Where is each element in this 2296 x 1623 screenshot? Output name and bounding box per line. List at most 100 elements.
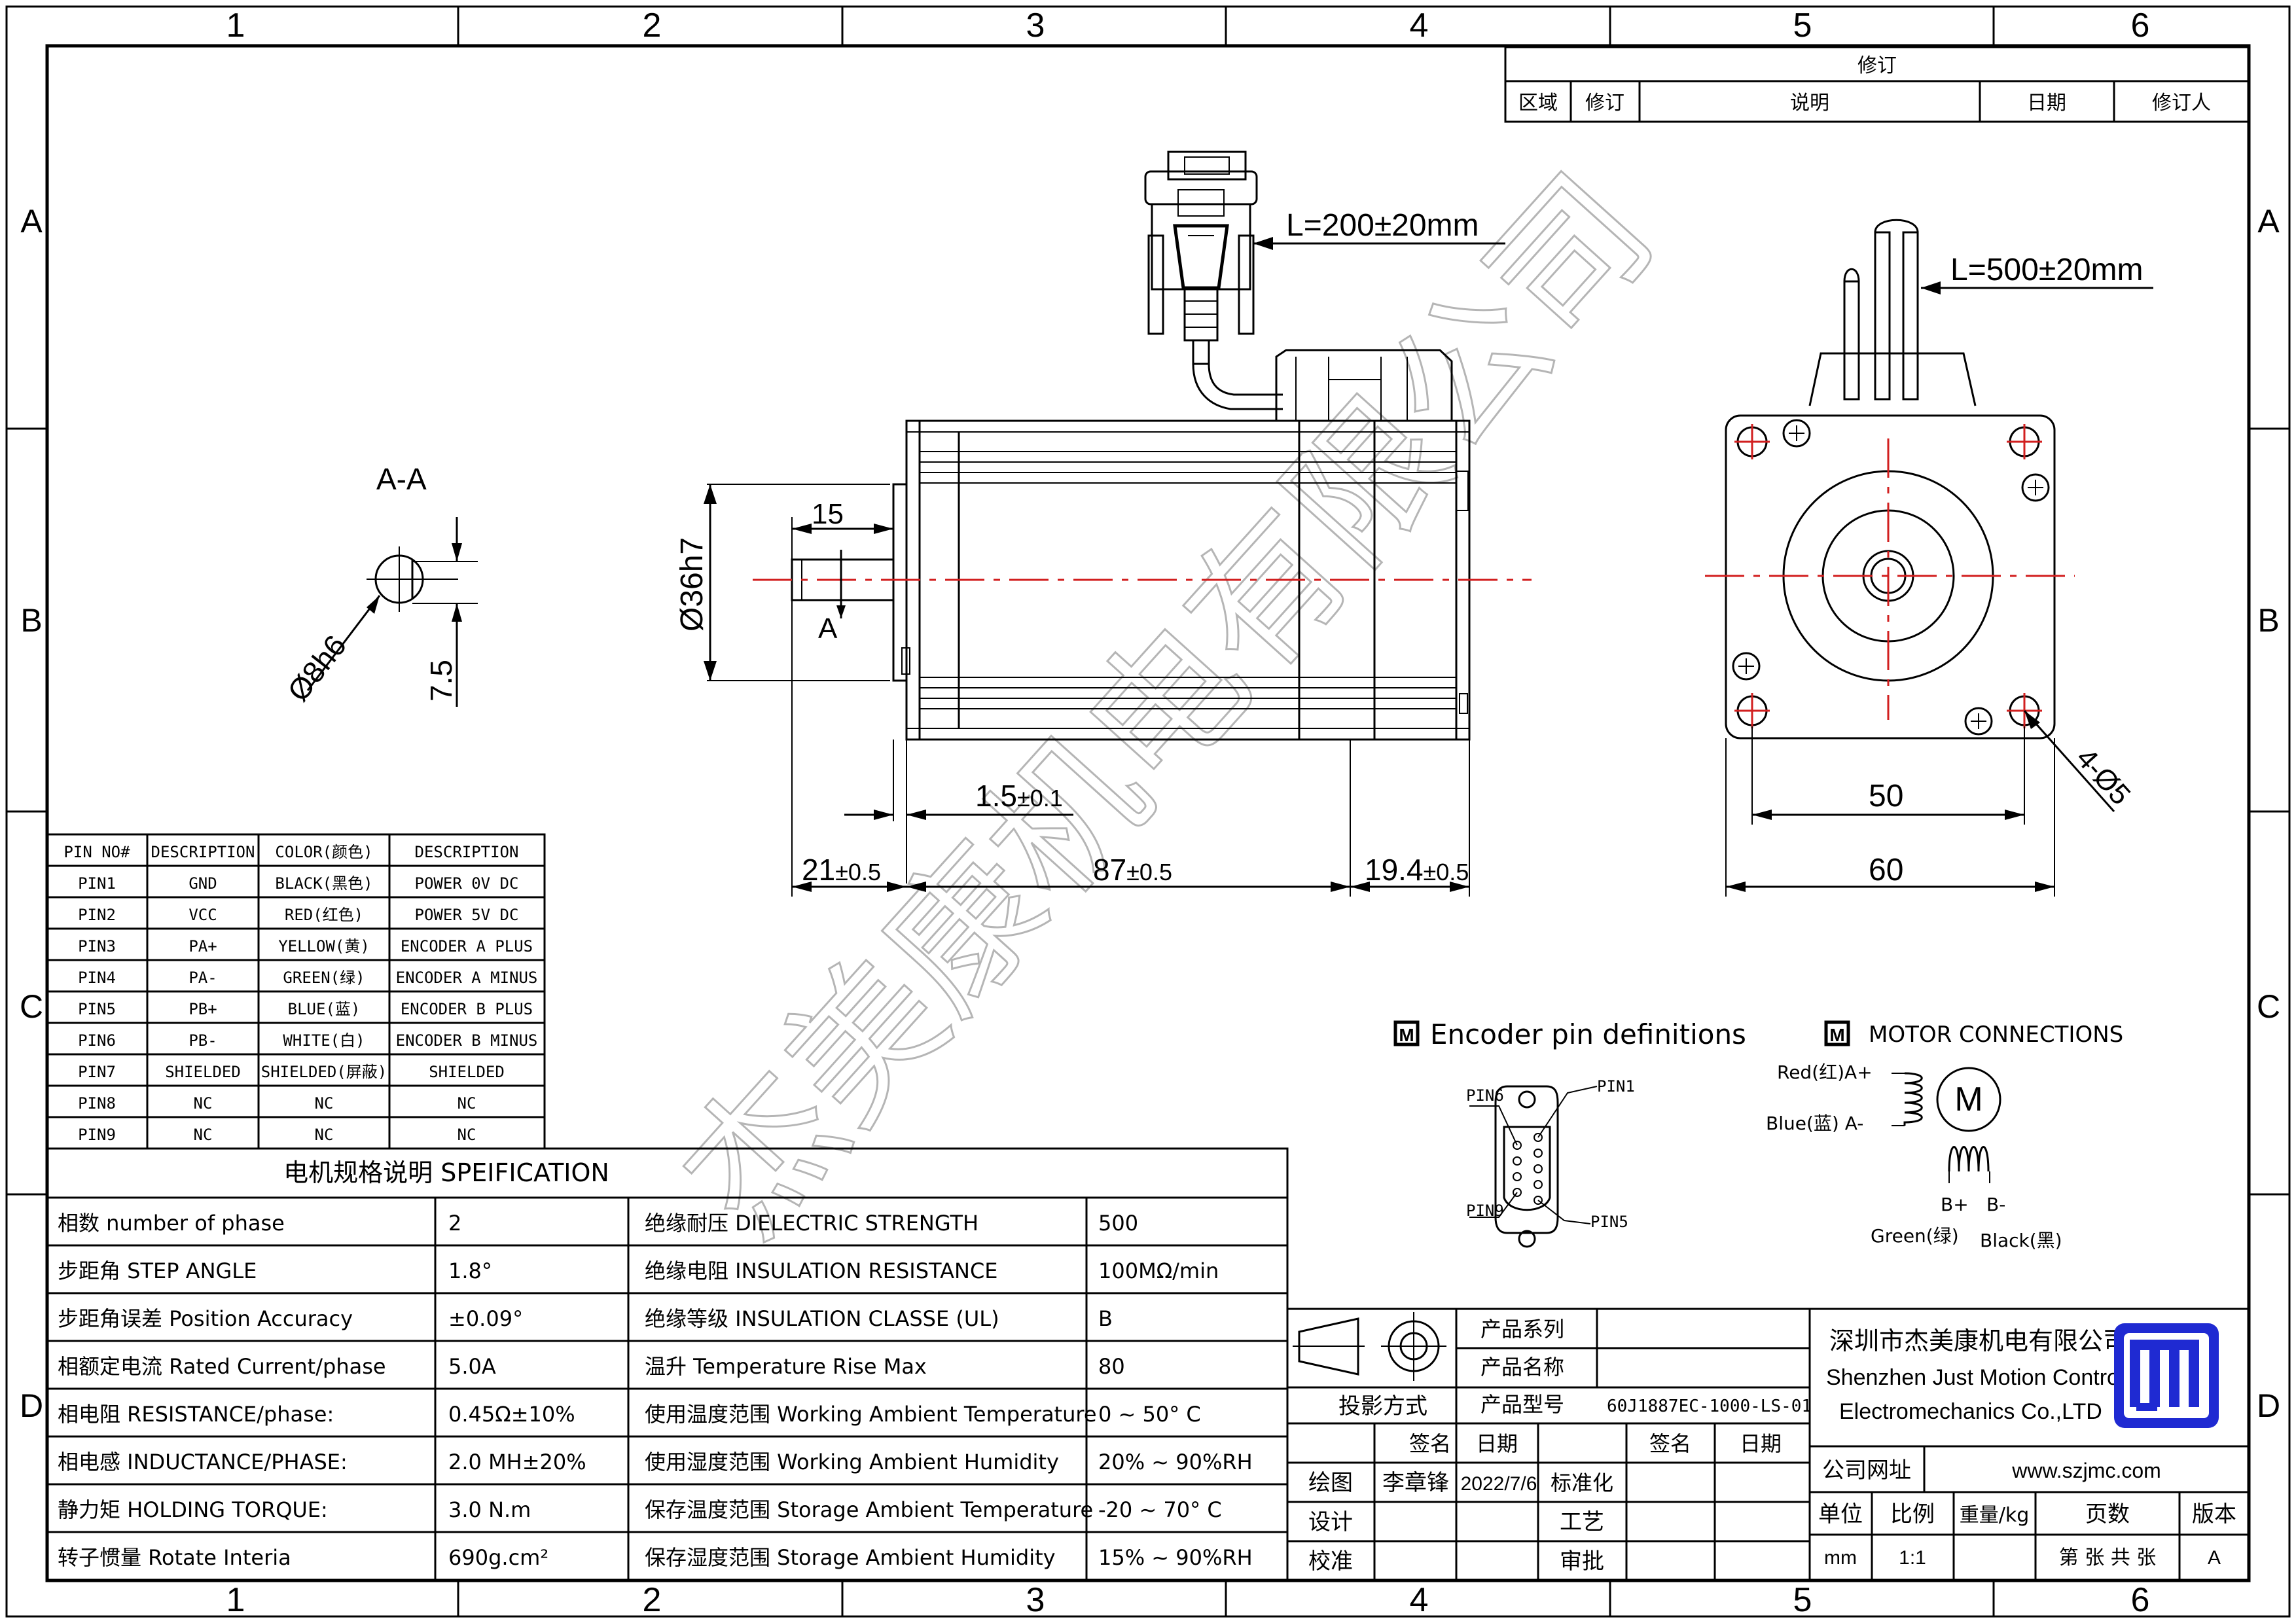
row-label-c: C	[20, 988, 43, 1025]
pin-table-cell: VCC	[188, 906, 217, 924]
pin-table-cell: NC	[194, 1094, 213, 1113]
spec-cell: 20% ~ 90%RH	[1098, 1450, 1253, 1474]
tb-sign-label: 签名	[1409, 1431, 1451, 1456]
section-label: A-A	[376, 462, 427, 496]
dim-15: 15	[812, 498, 844, 530]
spec-cell: 80	[1098, 1354, 1125, 1379]
tb-projection-label: 投影方式	[1338, 1393, 1427, 1419]
tb-check-label: 校准	[1308, 1548, 1353, 1575]
pin-table-cell: NC	[457, 1126, 476, 1144]
spec-cell: ±0.09°	[448, 1306, 523, 1331]
pin-table-cell: PIN3	[78, 937, 116, 955]
col-label-1-bottom: 1	[226, 1581, 245, 1619]
title-block: 产品系列 产品名称 投影方式 产品型号 60J1887EC-1000-LS-01…	[1286, 1308, 2250, 1582]
pin-table-cell: GND	[188, 874, 217, 893]
motor-b-minus: B-	[1986, 1194, 2005, 1215]
spec-cell: 100MΩ/min	[1098, 1258, 1219, 1283]
spec-cell: 保存温度范围 Storage Ambient Temperature	[645, 1497, 1093, 1522]
col-label-1: 1	[226, 7, 245, 45]
pin-table-cell: PA+	[188, 937, 217, 955]
tb-version-label: 版本	[2192, 1501, 2236, 1527]
pin-table-header: PIN NO#	[63, 843, 130, 861]
spec-cell: 2.0 MH±20%	[448, 1450, 586, 1474]
pin-table-cell: PIN2	[78, 906, 116, 924]
pin-table-cell: NC	[315, 1094, 334, 1113]
motor-front-view: L=500±20mm 50 60 4-Ø5	[1705, 219, 2153, 897]
pin-table-header: COLOR(颜色)	[275, 843, 372, 861]
dim-shaft-dia: Ø8h6	[281, 628, 353, 707]
spec-cell: 15% ~ 90%RH	[1098, 1545, 1253, 1570]
pin-table-cell: POWER 0V DC	[415, 874, 519, 893]
encoder-pin5: PIN5	[1590, 1213, 1628, 1231]
pin-table-cell: PIN7	[78, 1063, 116, 1081]
dim-50: 50	[1869, 779, 1903, 813]
svg-text:M: M	[1399, 1025, 1414, 1045]
tb-approve-label: 审批	[1560, 1548, 1604, 1575]
spec-cell: 静力矩 HOLDING TORQUE:	[58, 1497, 328, 1522]
pin-table-cell: PA-	[188, 969, 217, 987]
motor-blue: Blue(蓝) A-	[1766, 1113, 1863, 1134]
spec-cell: 温升 Temperature Rise Max	[645, 1354, 927, 1379]
motor-side-view	[753, 151, 1532, 741]
spec-cell: 690g.cm²	[448, 1545, 548, 1570]
dim-cable-side: L=500±20mm	[1950, 253, 2144, 287]
spec-cell: 步距角误差 Position Accuracy	[58, 1306, 353, 1331]
pin-table-cell: BLACK(黑色)	[275, 874, 372, 893]
side-dimensions: L=200±20mm Ø36h7 15 A 1.5±0.1 21±0.5 87±…	[675, 208, 1505, 897]
tb-standard-label: 标准化	[1551, 1471, 1613, 1495]
section-marker: A	[818, 613, 838, 645]
col-label-2: 2	[643, 7, 662, 45]
row-label-b: B	[20, 602, 42, 639]
pin-table-cell: POWER 5V DC	[415, 906, 519, 924]
motor-red: Red(红)A+	[1777, 1061, 1873, 1083]
tb-version-value: A	[2208, 1547, 2221, 1569]
pin-table-cell: NC	[315, 1126, 334, 1144]
spec-cell: 0 ~ 50° C	[1098, 1402, 1201, 1427]
dim-60: 60	[1869, 853, 1903, 887]
pin-table-cell: PIN8	[78, 1094, 116, 1113]
motor-symbol: M	[1954, 1080, 1982, 1118]
pin-table-cell: PIN9	[78, 1126, 116, 1144]
pin-table-cell: WHITE(白)	[283, 1031, 365, 1050]
tb-pages-label: 页数	[2085, 1501, 2130, 1527]
tb-date-label: 日期	[1476, 1431, 1518, 1456]
pin-table-cell: SHIELDED	[165, 1063, 241, 1081]
spec-cell: 相额定电流 Rated Current/phase	[58, 1354, 386, 1379]
spec-cell: 相数 number of phase	[58, 1211, 285, 1236]
pin-table-cell: SHIELDED	[429, 1063, 505, 1081]
revision-header-by: 修订人	[2152, 92, 2211, 115]
dim-1-5: 1.5±0.1	[975, 779, 1063, 813]
pin-table-cell: PIN5	[78, 1000, 116, 1018]
tb-sign-label-2: 签名	[1649, 1431, 1691, 1456]
row-label-d-right: D	[2257, 1387, 2280, 1424]
tb-weight-label: 重量/kg	[1960, 1504, 2030, 1527]
row-label-a-right: A	[2257, 203, 2280, 240]
dim-cable-top: L=200±20mm	[1286, 208, 1479, 243]
tb-model: 60J1887EC-1000-LS-01	[1607, 1397, 1812, 1416]
pin-table-cell: BLUE(蓝)	[288, 1000, 361, 1018]
spec-cell: 相电感 INDUCTANCE/PHASE:	[58, 1450, 348, 1474]
encoder-pin9: PIN9	[1466, 1202, 1504, 1220]
col-label-4-bottom: 4	[1410, 1581, 1429, 1619]
spec-cell: -20 ~ 70° C	[1098, 1497, 1222, 1522]
tb-company-en1: Shenzhen Just Motion Control	[1826, 1365, 2124, 1390]
tb-unit-value: mm	[1824, 1547, 1857, 1569]
spec-cell: 使用湿度范围 Working Ambient Humidity	[645, 1450, 1059, 1474]
revision-header-rev: 修订	[1585, 92, 1624, 115]
revision-header-date: 日期	[2027, 92, 2066, 115]
dim-21: 21±0.5	[802, 853, 881, 887]
pin-table-cell: ENCODER A PLUS	[401, 937, 533, 955]
revision-header-desc: 说明	[1790, 92, 1829, 115]
dim-19-4: 19.4±0.5	[1365, 853, 1469, 887]
revision-table: 修订 区域 修订 说明 日期 修订人	[1504, 46, 2250, 123]
section-aa: A-A 7.5 Ø8h6	[281, 462, 478, 707]
col-label-2-bottom: 2	[643, 1581, 662, 1619]
col-label-6: 6	[2131, 7, 2150, 45]
motor-green: Green(绿)	[1871, 1225, 1959, 1247]
tb-website: www.szjmc.com	[2011, 1459, 2161, 1482]
tb-drawn-label: 绘图	[1308, 1470, 1353, 1496]
row-label-c-right: C	[2257, 988, 2280, 1025]
